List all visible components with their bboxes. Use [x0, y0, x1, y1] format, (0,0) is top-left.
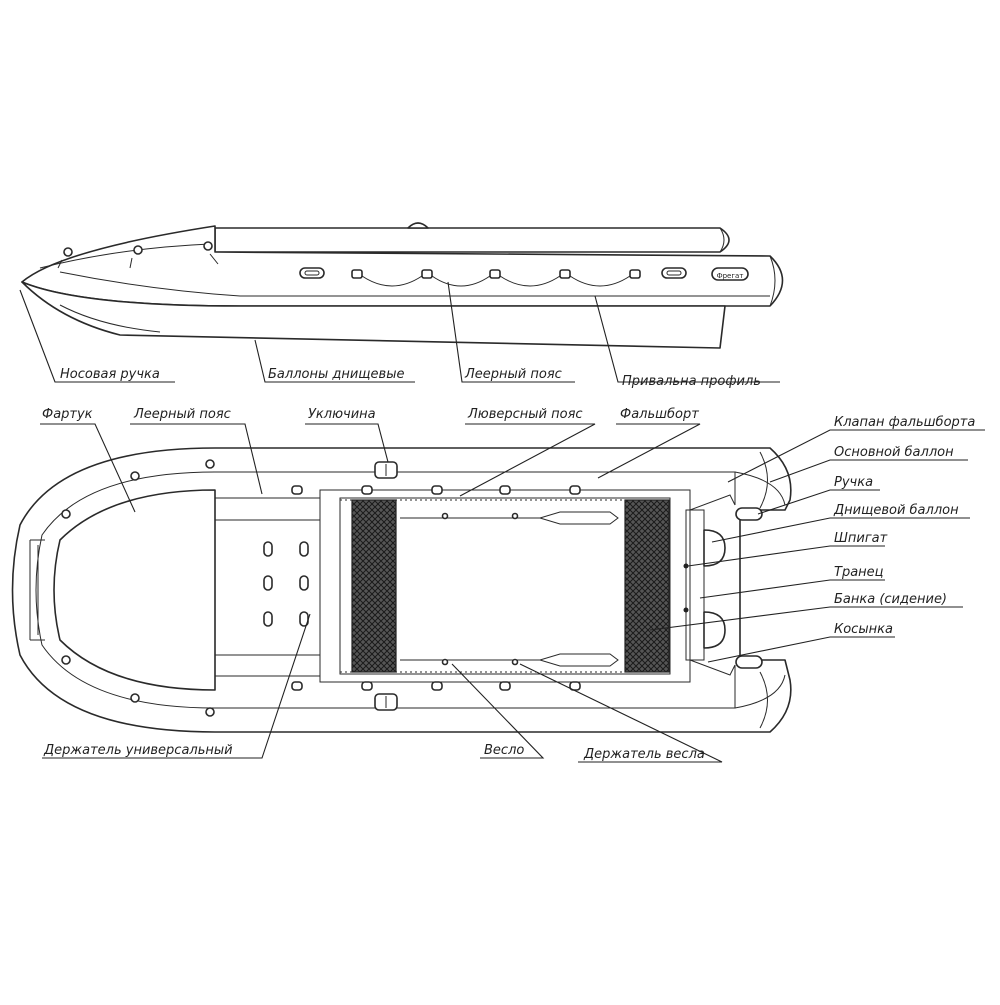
seat-mesh-left — [351, 499, 397, 673]
label-bow-handle: Носовая ручка — [60, 367, 160, 382]
label-bulwark: Фальшборт — [620, 407, 699, 422]
seat-mesh-right — [624, 499, 670, 673]
label-bottom-tube: Днищевой баллон — [833, 503, 959, 518]
label-lifeline-side: Леерный пояс — [464, 367, 562, 382]
label-scupper: Шпигат — [834, 531, 888, 546]
svg-text:Фрегат: Фрегат — [717, 272, 744, 280]
label-bottom-tubes: Баллоны днищевые — [268, 367, 404, 382]
label-lifeline-top: Леерный пояс — [133, 407, 231, 422]
label-oar-holder: Держатель весла — [583, 747, 705, 762]
side-view-leaders — [19, 281, 780, 383]
label-transom: Транец — [834, 565, 884, 580]
label-bulwark-valve: Клапан фальшборта — [834, 415, 975, 430]
label-handle: Ручка — [834, 475, 873, 490]
label-seat: Банка (сидение) — [834, 592, 947, 607]
top-view-boat — [11, 447, 792, 733]
side-hull-bottom — [21, 281, 726, 349]
label-rowlock: Уключина — [308, 407, 376, 422]
label-oar: Весло — [484, 743, 524, 758]
top-view-leaders — [40, 423, 985, 763]
label-main-tube: Основной баллон — [834, 445, 954, 460]
side-view-boat: Фрегат — [21, 222, 784, 349]
label-eyelet-belt: Люверсный пояс — [467, 407, 583, 422]
label-gusset: Косынка — [834, 622, 893, 637]
label-apron: Фартук — [42, 407, 93, 422]
label-universal-holder: Держатель универсальный — [43, 743, 233, 758]
label-rub-rail: Привальна профиль — [622, 374, 761, 389]
side-upper-tube — [214, 227, 730, 253]
top-bow-apron — [53, 489, 216, 691]
